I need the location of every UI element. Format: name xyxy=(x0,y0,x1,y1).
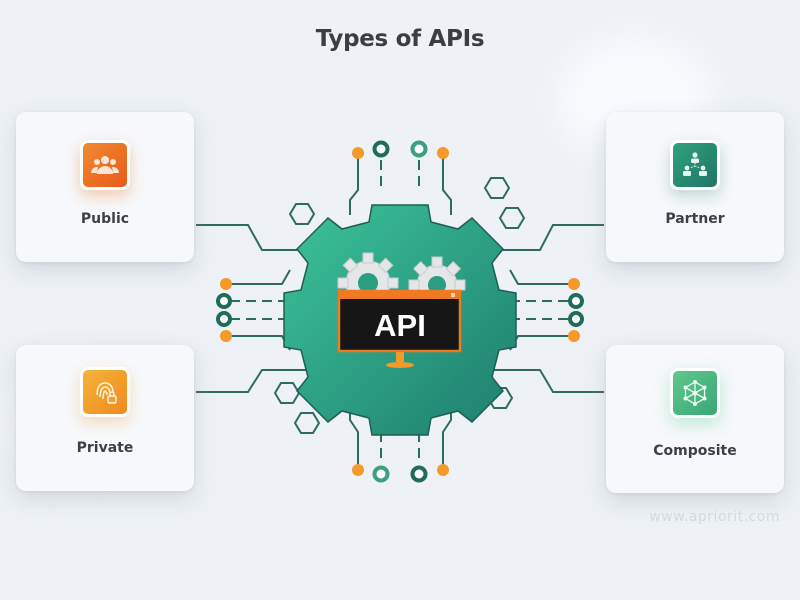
connector-public xyxy=(196,224,310,251)
card-partner[interactable]: Partner xyxy=(606,112,784,262)
people-group-icon xyxy=(91,156,119,174)
composite-icon-tile xyxy=(670,368,720,418)
card-label-public: Public xyxy=(80,211,130,227)
connector-private xyxy=(196,369,310,393)
card-composite[interactable]: Composite xyxy=(606,345,784,493)
card-private[interactable]: Private xyxy=(16,345,194,491)
private-icon-tile xyxy=(80,367,130,417)
connector-partner xyxy=(490,224,604,251)
hexagon-decor xyxy=(498,207,526,229)
monitor-icon xyxy=(337,289,462,368)
hexagon-decor xyxy=(273,382,301,404)
network-hub-icon xyxy=(683,380,707,406)
card-label-partner: Partner xyxy=(665,211,725,227)
hexagon-decor xyxy=(483,177,511,199)
page-title: Types of APIs xyxy=(315,26,485,52)
connector-composite xyxy=(490,369,604,393)
hexagon-decor xyxy=(293,412,321,434)
api-label: API xyxy=(374,308,426,343)
watermark: www.apriorit.com xyxy=(649,509,780,525)
partner-icon-tile xyxy=(670,140,720,190)
card-public[interactable]: Public xyxy=(16,112,194,262)
public-icon-tile xyxy=(80,140,130,190)
fingerprint-lock-icon xyxy=(96,382,117,404)
card-label-composite: Composite xyxy=(653,443,737,459)
card-label-private: Private xyxy=(76,440,134,456)
hexagon-decor xyxy=(288,203,316,225)
org-chart-people-icon xyxy=(683,152,707,176)
